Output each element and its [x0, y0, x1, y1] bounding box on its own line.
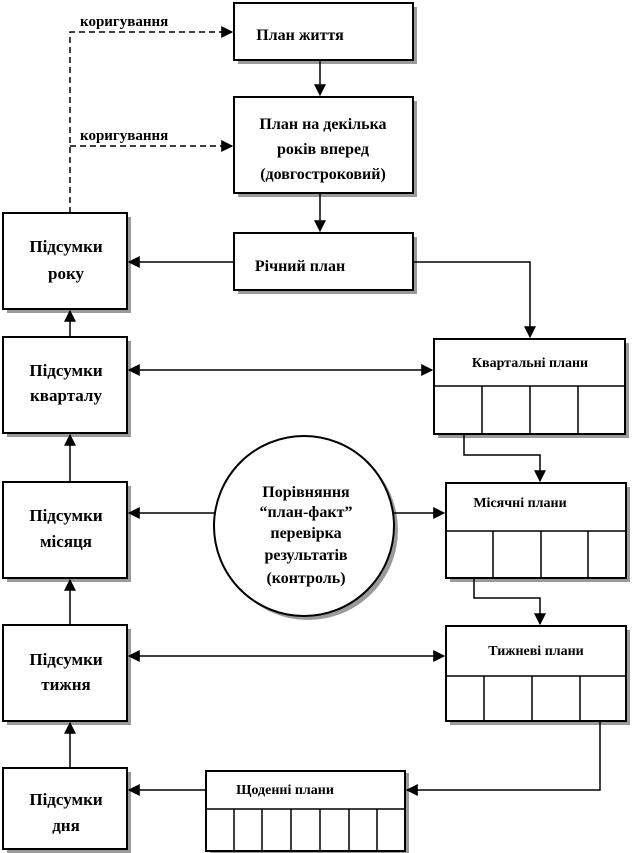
svg-text:План життя: План життя	[256, 27, 344, 44]
svg-text:року: року	[48, 264, 85, 283]
svg-text:Тижневі плани: Тижневі плани	[488, 644, 584, 659]
svg-text:Річний план: Річний план	[255, 258, 345, 275]
svg-text:Підсумки: Підсумки	[29, 506, 103, 525]
svg-text:місяця: місяця	[40, 532, 92, 551]
svg-text:(контроль): (контроль)	[266, 570, 345, 587]
svg-text:Місячні плани: Місячні плани	[473, 496, 566, 511]
box-year-results: Підсумки року	[2, 212, 128, 310]
svg-text:План на декілька: План на декілька	[259, 116, 386, 133]
box-weekly-plans: Тижневі плани	[445, 625, 627, 722]
comparison-arrows	[127, 256, 446, 796]
svg-text:результатів: результатів	[264, 547, 347, 564]
box-life-plan: План життя	[233, 2, 414, 61]
box-daily-plans: Щоденні плани	[205, 770, 406, 852]
box-day-results: Підсумки дня	[2, 767, 128, 850]
box-long-term-plan: План на декілька років вперед (довгостро…	[233, 96, 414, 194]
svg-text:років вперед: років вперед	[277, 141, 369, 158]
svg-text:(довгостроковий): (довгостроковий)	[260, 166, 386, 183]
svg-text:Порівняння: Порівняння	[262, 484, 350, 501]
plan-flow-arrows	[314, 60, 601, 796]
box-monthly-plans: Місячні плани	[445, 482, 627, 579]
svg-text:Підсумки: Підсумки	[29, 790, 103, 809]
svg-text:Підсумки: Підсумки	[29, 361, 103, 380]
correction-connectors: коригування коригування	[69, 14, 234, 213]
svg-text:кварталу: кварталу	[30, 386, 102, 405]
svg-text:Квартальні плани: Квартальні плани	[472, 356, 588, 371]
box-week-results: Підсумки тижня	[2, 624, 128, 722]
svg-text:дня: дня	[52, 816, 80, 835]
svg-text:тижня: тижня	[41, 675, 90, 694]
box-month-results: Підсумки місяця	[2, 481, 128, 579]
box-quarter-results: Підсумки кварталу	[2, 336, 128, 434]
svg-text:“план-факт”: “план-факт”	[260, 504, 353, 521]
svg-text:Щоденні плани: Щоденні плани	[236, 783, 334, 798]
correction-label-1: коригування	[80, 14, 168, 30]
center-circle-control: Порівняння “план-факт” перевірка результ…	[213, 435, 395, 617]
svg-text:Підсумки: Підсумки	[29, 650, 103, 669]
correction-label-2: коригування	[80, 128, 168, 144]
box-quarterly-plans: Квартальні плани	[433, 338, 626, 435]
box-annual-plan: Річний план	[233, 232, 414, 291]
svg-text:Підсумки: Підсумки	[29, 237, 103, 256]
svg-text:перевірка: перевірка	[270, 525, 341, 542]
